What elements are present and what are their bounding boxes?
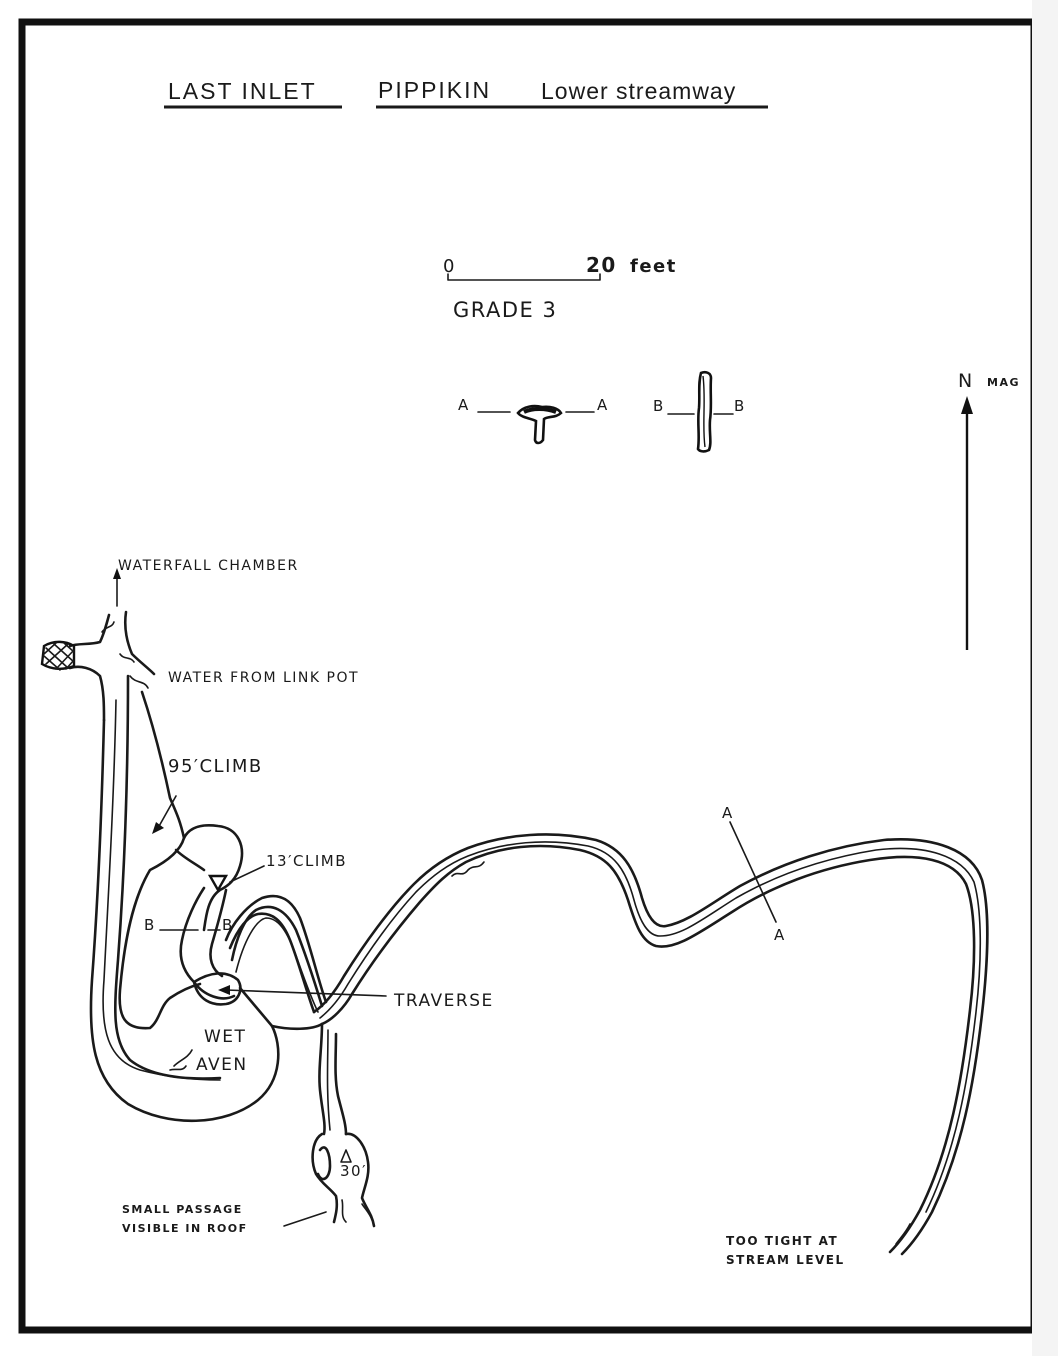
- label-too-tight-2: STREAM LEVEL: [726, 1253, 845, 1267]
- too-tight-mark: [895, 1223, 911, 1245]
- label-too-tight-1: TOO TIGHT AT: [726, 1234, 838, 1248]
- label-section-b-left: B: [144, 916, 156, 934]
- label-traverse: TRAVERSE: [393, 991, 494, 1011]
- scale-unit: feet: [630, 256, 677, 277]
- south-passage-stream: [326, 1029, 331, 1131]
- section-line-a: [729, 821, 777, 923]
- climb-13-pointer: [229, 865, 265, 883]
- title-last-inlet: LAST INLET: [168, 78, 317, 104]
- label-water-from-link-pot: WATER FROM LINK POT: [168, 670, 359, 686]
- traverse-arrow: [225, 989, 387, 997]
- traverse-chamber: [192, 972, 242, 1006]
- west-passage-inner-wall: [113, 674, 222, 1080]
- pitch-30-chamber-west: [311, 1132, 339, 1224]
- small-passage-pointer: [283, 1211, 327, 1227]
- section-a-shape: [516, 404, 563, 445]
- label-section-b-right: B: [222, 916, 234, 934]
- meander-lower-wall: [238, 986, 324, 1031]
- section-a-right-label: A: [597, 396, 609, 414]
- south-passage-east-wall: [334, 1032, 348, 1136]
- label-section-a-top: A: [722, 804, 734, 822]
- scale-line: [447, 273, 601, 281]
- climb-13-approach: [174, 848, 206, 872]
- cross-section-a: A A: [458, 396, 609, 445]
- label-13-climb: 13′CLIMB: [266, 852, 347, 870]
- climb-95-arrow: [157, 795, 177, 829]
- west-passage-outer-wall: [89, 718, 280, 1123]
- section-a-roof: [523, 407, 557, 414]
- page-edge-shadow: [1032, 0, 1058, 1356]
- meander-stream: [235, 917, 319, 1013]
- scale-end: 20: [586, 253, 617, 277]
- section-b-shape: [696, 370, 713, 453]
- junction-wall-left-bottom: [68, 665, 106, 722]
- north-mag: MAG: [987, 376, 1020, 389]
- junction-wall-left-top: [68, 613, 111, 648]
- wet-aven-mark: [169, 1065, 187, 1071]
- pitch-30-alcove: [316, 1146, 332, 1181]
- section-a-left-label: A: [458, 396, 470, 414]
- junction-detail-1: [101, 621, 115, 633]
- section-b-left-label: B: [653, 397, 665, 415]
- east-streamway-north-wall: [312, 833, 989, 1256]
- cave-passages: [40, 568, 989, 1256]
- b-loop-east-wall: [209, 888, 228, 978]
- map-labels: WATERFALL CHAMBER WATER FROM LINK POT 95…: [118, 558, 845, 1267]
- north-letter: N: [958, 370, 974, 392]
- climb-13-pitch-symbol: [207, 874, 229, 893]
- pitch-30-floor-marks: [341, 1199, 373, 1223]
- wet-aven-pointer: [173, 1049, 193, 1067]
- climb-95-arrowhead: [152, 822, 164, 834]
- climb-13-chamber-wall: [182, 824, 244, 932]
- label-95-climb: 95′CLIMB: [168, 756, 263, 777]
- east-streamway-south-wall: [320, 844, 976, 1254]
- meander-inner-1: [228, 912, 316, 1014]
- meander-outer-1: [230, 905, 324, 1008]
- pitch-30-symbol: [340, 1149, 352, 1163]
- grade-label: GRADE 3: [453, 298, 557, 322]
- label-pitch-30: 30′: [340, 1162, 367, 1180]
- scale-start: 0: [443, 256, 456, 277]
- title-pippikin: PIPPIKIN: [378, 77, 491, 103]
- waterfall-chamber-arrowhead: [113, 568, 121, 579]
- east-streamway-stream: [319, 841, 982, 1213]
- label-waterfall-chamber: WATERFALL CHAMBER: [118, 558, 299, 574]
- north-arrow: N MAG: [958, 370, 1020, 650]
- b-loop-west-wall: [179, 886, 236, 1000]
- cross-section-b: B B: [653, 370, 746, 453]
- section-b-inner: [702, 375, 706, 448]
- junction-detail-2: [119, 653, 135, 663]
- label-small-passage-2: VISIBLE IN ROOF: [122, 1222, 248, 1235]
- junction-wall-right: [123, 610, 156, 676]
- streamway-flow-mark: [451, 861, 485, 877]
- label-small-passage-1: SMALL PASSAGE: [122, 1203, 243, 1216]
- climb-95-wall: [118, 690, 202, 1030]
- scale-bar: 0 20 feet GRADE 3: [443, 253, 677, 322]
- meander-outer-2: [224, 894, 328, 1004]
- section-b-right-label: B: [734, 397, 746, 415]
- west-passage-stream: [102, 699, 221, 1081]
- traverse-arrowhead: [218, 985, 230, 995]
- pitch-30-chamber-east: [344, 1132, 376, 1228]
- label-aven: AVEN: [196, 1055, 248, 1075]
- south-passage-west-wall: [318, 1022, 326, 1136]
- north-arrow-head: [961, 396, 973, 414]
- label-section-a-bottom: A: [774, 926, 786, 944]
- label-wet: WET: [204, 1027, 246, 1047]
- boulder-choke: [40, 640, 76, 671]
- junction-detail-3: [129, 675, 149, 689]
- title-lower-streamway: Lower streamway: [541, 78, 736, 104]
